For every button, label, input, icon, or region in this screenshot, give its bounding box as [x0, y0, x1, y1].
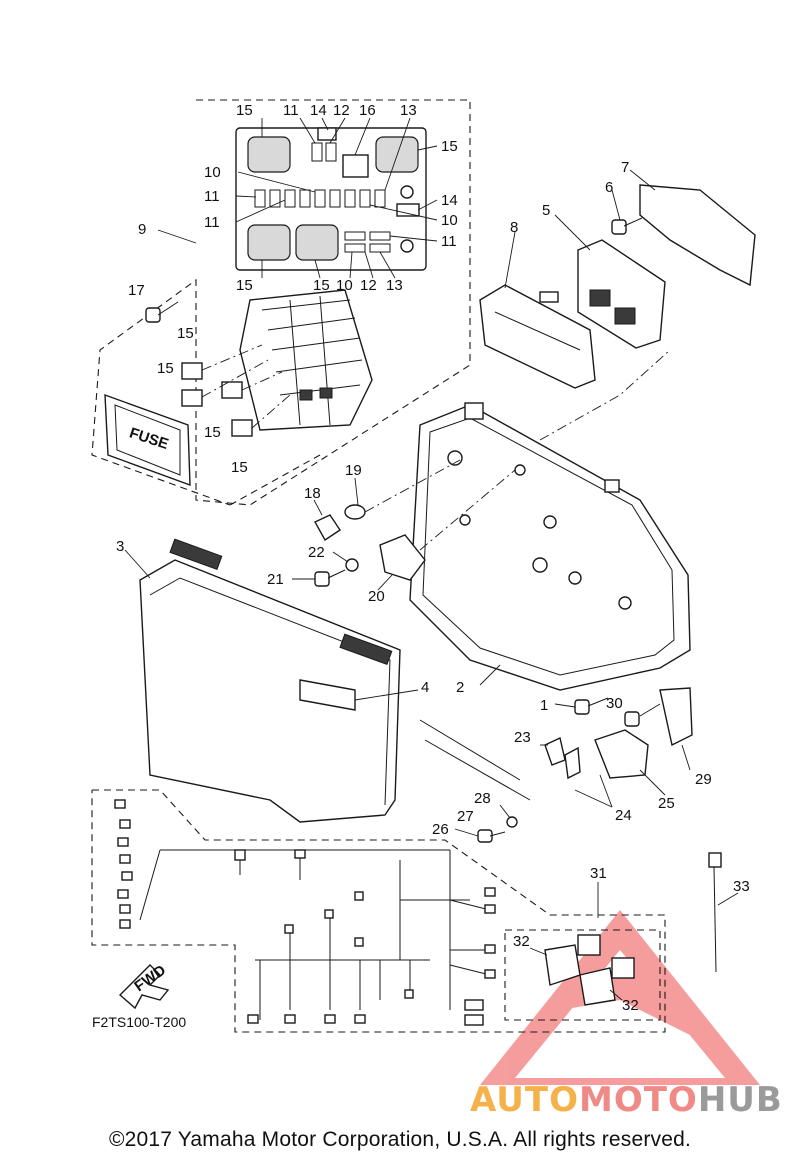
harness-group: FWD — [91, 789, 739, 1033]
box-cover — [124, 538, 419, 823]
callout-15: 15 — [236, 102, 253, 119]
callout-25: 25 — [658, 795, 675, 812]
callout-29: 29 — [695, 771, 712, 788]
watermark-text: AUTOMOTOHUB — [470, 1080, 783, 1120]
callout-11: 11 — [204, 214, 220, 231]
callout-15: 15 — [441, 138, 458, 155]
callout-1: 1 — [540, 697, 548, 714]
callout-33: 33 — [733, 878, 750, 895]
callout-15: 15 — [177, 325, 194, 342]
ecu-group — [479, 169, 756, 441]
callout-5: 5 — [542, 202, 550, 219]
callout-18: 18 — [304, 485, 321, 502]
callout-14: 14 — [310, 102, 327, 119]
electrical-box — [409, 402, 691, 691]
watermark-part-auto: AUTO — [470, 1080, 579, 1120]
callout-10: 10 — [336, 277, 353, 294]
drawing-code: F2TS100-T200 — [92, 1014, 187, 1030]
callout-11: 11 — [204, 188, 220, 205]
lower-right-parts — [419, 687, 693, 843]
callout-4: 4 — [421, 679, 429, 696]
callout-23: 23 — [514, 729, 531, 746]
callout-15: 15 — [231, 459, 248, 476]
callout-21: 21 — [267, 571, 284, 588]
callout-17: 17 — [128, 282, 145, 299]
callout-8: 7 — [621, 159, 629, 176]
callout-12: 12 — [360, 277, 377, 294]
callout-9: 9 — [138, 221, 146, 238]
callout-22: 22 — [308, 544, 325, 561]
watermark-part-moto: MOTO — [578, 1080, 698, 1120]
callout-24: 24 — [615, 807, 632, 824]
callout-10: 10 — [441, 212, 458, 229]
callout-20: 20 — [368, 588, 385, 605]
callout-30: 30 — [606, 695, 623, 712]
callout-13: 13 — [400, 102, 417, 119]
callout-32: 32 — [622, 997, 639, 1014]
callout-2: 2 — [456, 679, 464, 696]
callout-15: 15 — [204, 424, 221, 441]
callout-14: 14 — [441, 192, 458, 209]
callout-11: 11 — [441, 233, 457, 250]
callout-19: 19 — [345, 462, 362, 479]
callout-16: 16 — [359, 102, 376, 119]
callout-13: 13 — [386, 277, 403, 294]
fuse-box-group: FUSE — [91, 99, 471, 506]
callout-15: 15 — [236, 277, 253, 294]
callout-3: 3 — [116, 538, 124, 555]
callout-6: 6 — [605, 179, 613, 196]
watermark-part-hub: HUB — [697, 1080, 783, 1120]
callout-26: 26 — [432, 821, 449, 838]
callout-32: 32 — [513, 933, 530, 950]
copyright-notice: ©2017 Yamaha Motor Corporation, U.S.A. A… — [108, 1128, 692, 1151]
callout-31: 31 — [590, 865, 607, 882]
callout-15: 15 — [313, 277, 330, 294]
callout-7: 8 — [510, 219, 518, 236]
callout-12: 12 — [333, 102, 350, 119]
callout-28: 28 — [474, 790, 491, 807]
callout-11: 11 — [283, 102, 299, 119]
callout-10: 10 — [204, 164, 221, 181]
callout-labels: 15 11 14 12 16 13 15 10 11 14 11 10 9 11… — [116, 102, 750, 1014]
callout-27: 27 — [457, 808, 474, 825]
small-parts — [292, 459, 516, 591]
callout-15: 15 — [157, 360, 174, 377]
